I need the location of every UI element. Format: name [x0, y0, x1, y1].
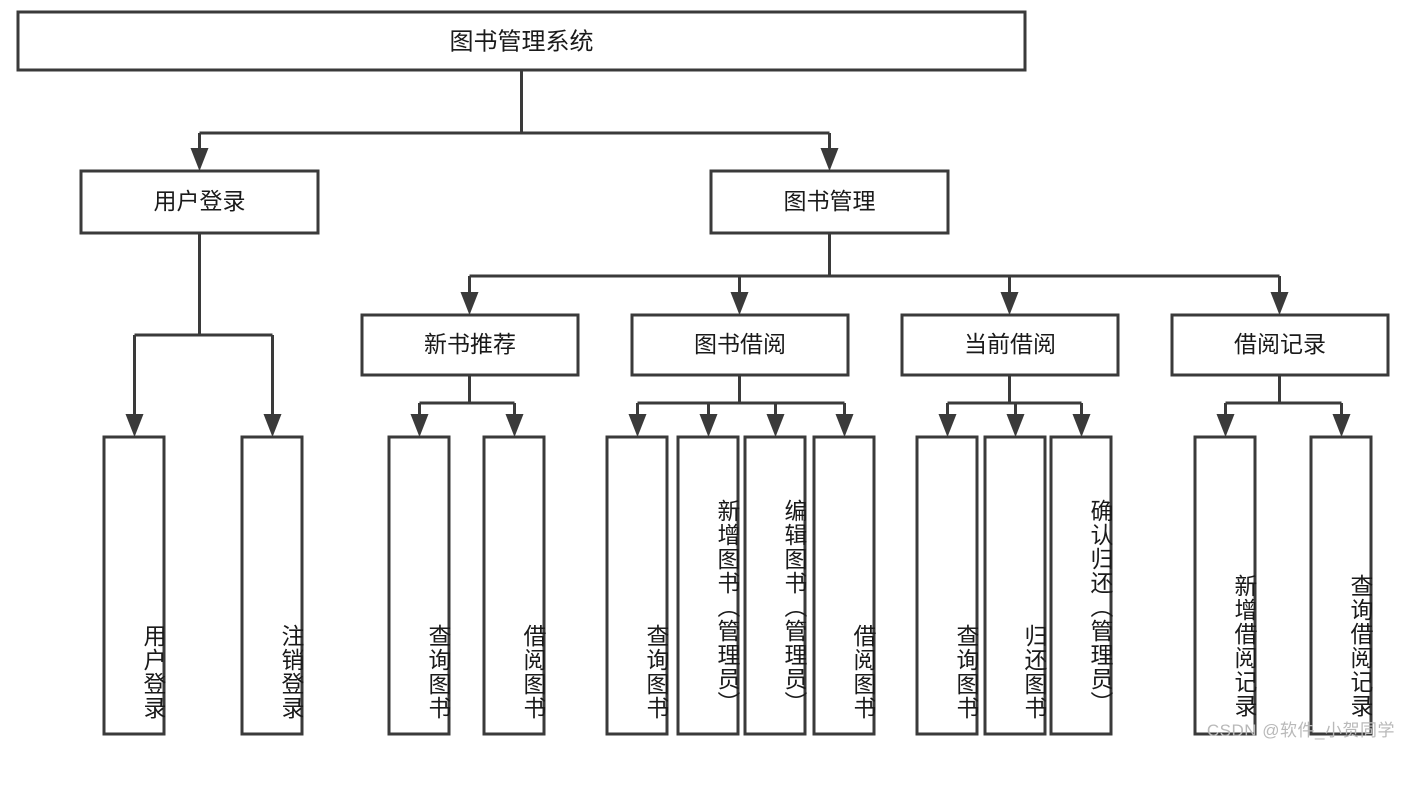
leaf-add-record[interactable] — [1193, 435, 1257, 736]
node-book-manage-label: 图书管理 — [784, 188, 876, 214]
leaf-add-book[interactable] — [676, 435, 740, 736]
arrowhead-to-leaf-logout — [263, 414, 282, 437]
leaf-node-layer — [102, 435, 1373, 736]
arrowhead-to-leaf-edit-book — [766, 414, 785, 437]
arrowhead-to-leaf-query-book-3 — [938, 414, 957, 437]
edge-borrow-record-bus — [1224, 375, 1343, 418]
node-user-login[interactable]: 用户登录 — [79, 169, 320, 235]
leaf-query-record[interactable] — [1309, 435, 1373, 736]
node-borrow-record[interactable]: 借阅记录 — [1170, 313, 1390, 377]
node-book-manage[interactable]: 图书管理 — [709, 169, 950, 235]
arrowhead-to-current-borrow — [1000, 292, 1019, 315]
arrowhead-to-leaf-borrow-book-1 — [505, 414, 524, 437]
arrowhead-to-leaf-return-book — [1006, 414, 1025, 437]
leaf-query-book-3[interactable] — [915, 435, 979, 736]
arrowhead-to-leaf-user-login — [125, 414, 144, 437]
edge-root-bus — [198, 70, 831, 152]
node-new-book-rec[interactable]: 新书推荐 — [360, 313, 580, 377]
leaf-edit-book[interactable] — [743, 435, 807, 736]
leaf-return-book[interactable] — [983, 435, 1047, 736]
node-root[interactable]: 图书管理系统 — [16, 10, 1027, 72]
edge-user-login-bus — [133, 233, 274, 418]
arrowhead-to-user-login — [190, 148, 209, 171]
arrowhead-to-leaf-query-book-1 — [410, 414, 429, 437]
node-book-borrow-label: 图书借阅 — [694, 331, 786, 357]
node-current-borrow-label: 当前借阅 — [964, 331, 1056, 357]
node-root-label: 图书管理系统 — [450, 28, 594, 55]
edge-current-borrow-bus — [946, 375, 1083, 418]
node-current-borrow[interactable]: 当前借阅 — [900, 313, 1120, 377]
edge-new-book-rec-bus — [418, 375, 516, 418]
arrowhead-to-book-borrow — [730, 292, 749, 315]
arrowhead-to-leaf-confirm-return — [1072, 414, 1091, 437]
leaf-user-login[interactable] — [102, 435, 166, 736]
node-book-borrow[interactable]: 图书借阅 — [630, 313, 850, 377]
leaf-confirm-return[interactable] — [1049, 435, 1113, 736]
arrowhead-to-leaf-add-book — [699, 414, 718, 437]
diagram-canvas: 图书管理系统 用户登录 图书管理 新书推荐 图书借阅 — [16, 10, 1390, 736]
arrowhead-to-new-book-rec — [460, 292, 479, 315]
node-borrow-record-label: 借阅记录 — [1234, 331, 1326, 357]
arrowhead-to-book-manage — [820, 148, 839, 171]
leaf-logout[interactable] — [240, 435, 304, 736]
leaf-borrow-book-2[interactable] — [812, 435, 876, 736]
node-layer: 图书管理系统 用户登录 图书管理 新书推荐 图书借阅 — [16, 10, 1390, 736]
arrowhead-to-leaf-borrow-book-2 — [835, 414, 854, 437]
csdn-watermark: CSDN @软件_小贺同学 — [1206, 721, 1395, 740]
arrowhead-to-borrow-record — [1270, 292, 1289, 315]
leaf-query-book-2[interactable] — [605, 435, 669, 736]
edge-book-borrow-bus — [636, 375, 846, 418]
leaf-query-book-1[interactable] — [387, 435, 451, 736]
edge-book-manage-bus — [468, 233, 1281, 296]
arrowhead-to-leaf-add-record — [1216, 414, 1235, 437]
node-new-book-rec-label: 新书推荐 — [424, 331, 516, 357]
arrowhead-to-leaf-query-book-2 — [628, 414, 647, 437]
leaf-borrow-book-1[interactable] — [482, 435, 546, 736]
system-architecture-diagram: 图书管理系统 用户登录 图书管理 新书推荐 图书借阅 — [16, 10, 1395, 740]
connector-layer — [125, 70, 1351, 437]
node-user-login-label: 用户登录 — [154, 188, 246, 214]
arrowhead-to-leaf-query-record — [1332, 414, 1351, 437]
